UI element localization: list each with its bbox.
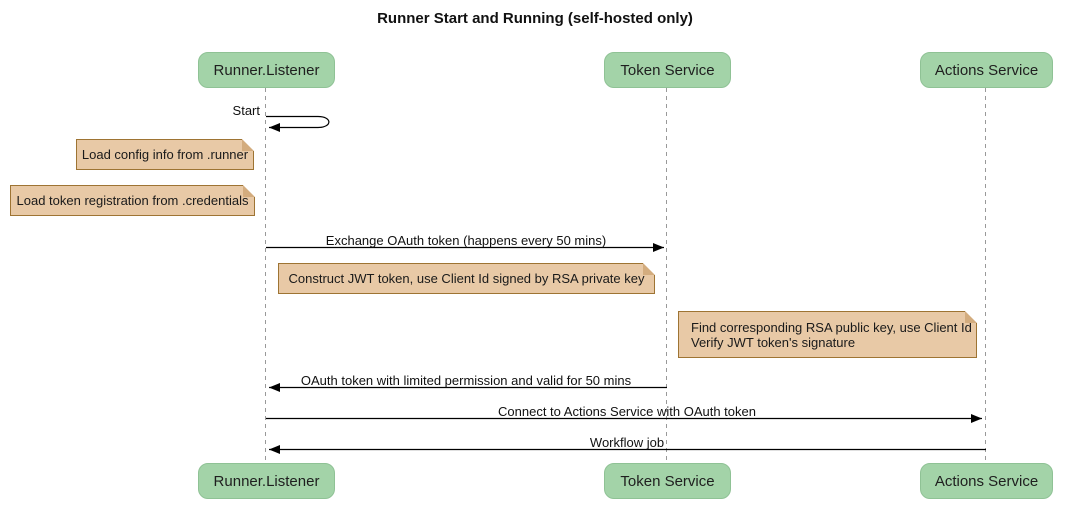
diagram-title: Runner Start and Running (self-hosted on… <box>377 10 693 27</box>
message-label-workflow-job: Workflow job <box>589 435 665 450</box>
note-load-config-info: Load config info from .runner <box>76 139 254 170</box>
participant-actions-service-top: Actions Service <box>920 52 1053 88</box>
message-label-exchange-oauth-token: Exchange OAuth token (happens every 50 m… <box>325 233 607 248</box>
note-construct-jwt-token: Construct JWT token, use Client Id signe… <box>278 263 655 294</box>
message-label-connect-actions-service: Connect to Actions Service with OAuth to… <box>498 404 756 419</box>
message-label-oauth-token-return: OAuth token with limited permission and … <box>300 373 632 388</box>
participant-runner-listener-top: Runner.Listener <box>198 52 335 88</box>
participant-runner-listener-bottom: Runner.Listener <box>198 463 335 499</box>
participant-token-service-top: Token Service <box>604 52 731 88</box>
note-load-token-registration: Load token registration from .credential… <box>10 185 255 216</box>
self-message-label-start: Start <box>232 103 260 118</box>
participant-token-service-bottom: Token Service <box>604 463 731 499</box>
participant-actions-service-bottom: Actions Service <box>920 463 1053 499</box>
note-verify-jwt-token: Find corresponding RSA public key, use C… <box>678 311 977 358</box>
self-message-arrow-start <box>266 115 330 132</box>
